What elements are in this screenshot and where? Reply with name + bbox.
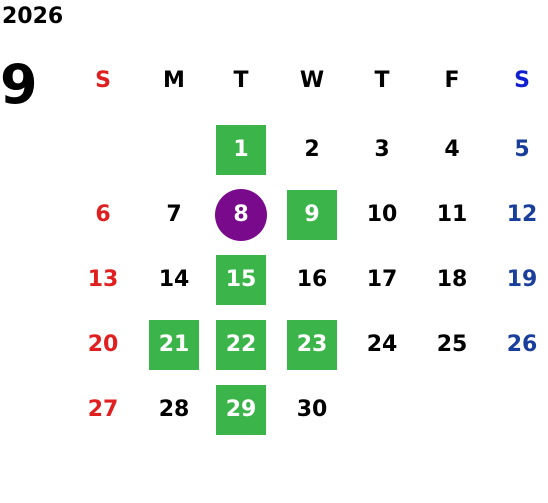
day-cell-13[interactable]: 13: [87, 267, 119, 292]
day-cell-23[interactable]: 23: [287, 320, 337, 370]
day-cell-19[interactable]: 19: [506, 267, 538, 292]
day-cell-20[interactable]: 20: [87, 332, 119, 357]
day-cell-24[interactable]: 24: [366, 332, 398, 357]
day-cell-25[interactable]: 25: [436, 332, 468, 357]
day-cell-11[interactable]: 11: [436, 202, 468, 227]
weekday-header-fri: F: [444, 68, 460, 93]
day-cell-12[interactable]: 12: [506, 202, 538, 227]
day-cell-28[interactable]: 28: [158, 397, 190, 422]
day-cell-3[interactable]: 3: [374, 137, 390, 162]
day-cell-2[interactable]: 2: [304, 137, 320, 162]
weekday-header-wed: W: [299, 68, 325, 93]
day-cell-21[interactable]: 21: [149, 320, 199, 370]
day-cell-10[interactable]: 10: [366, 202, 398, 227]
day-cell-30[interactable]: 30: [296, 397, 328, 422]
day-cell-14[interactable]: 14: [158, 267, 190, 292]
day-cell-18[interactable]: 18: [436, 267, 468, 292]
month-number: 9: [0, 53, 38, 116]
day-cell-6[interactable]: 6: [95, 202, 111, 227]
day-cell-8[interactable]: 8: [215, 189, 267, 241]
weekday-header-tue: T: [233, 68, 249, 93]
day-cell-4[interactable]: 4: [444, 137, 460, 162]
weekday-header-mon: M: [163, 68, 185, 93]
day-cell-29[interactable]: 29: [216, 385, 266, 435]
weekday-header-sun: S: [95, 68, 111, 93]
day-cell-15[interactable]: 15: [216, 255, 266, 305]
day-cell-26[interactable]: 26: [506, 332, 538, 357]
day-cell-16[interactable]: 16: [296, 267, 328, 292]
day-cell-17[interactable]: 17: [366, 267, 398, 292]
day-cell-1[interactable]: 1: [216, 125, 266, 175]
day-cell-27[interactable]: 27: [87, 397, 119, 422]
day-cell-22[interactable]: 22: [216, 320, 266, 370]
year-label: 2026: [2, 4, 64, 29]
weekday-header-thu: T: [374, 68, 390, 93]
day-cell-5[interactable]: 5: [514, 137, 530, 162]
weekday-header-sat: S: [514, 68, 530, 93]
day-cell-9[interactable]: 9: [287, 190, 337, 240]
day-cell-7[interactable]: 7: [166, 202, 182, 227]
